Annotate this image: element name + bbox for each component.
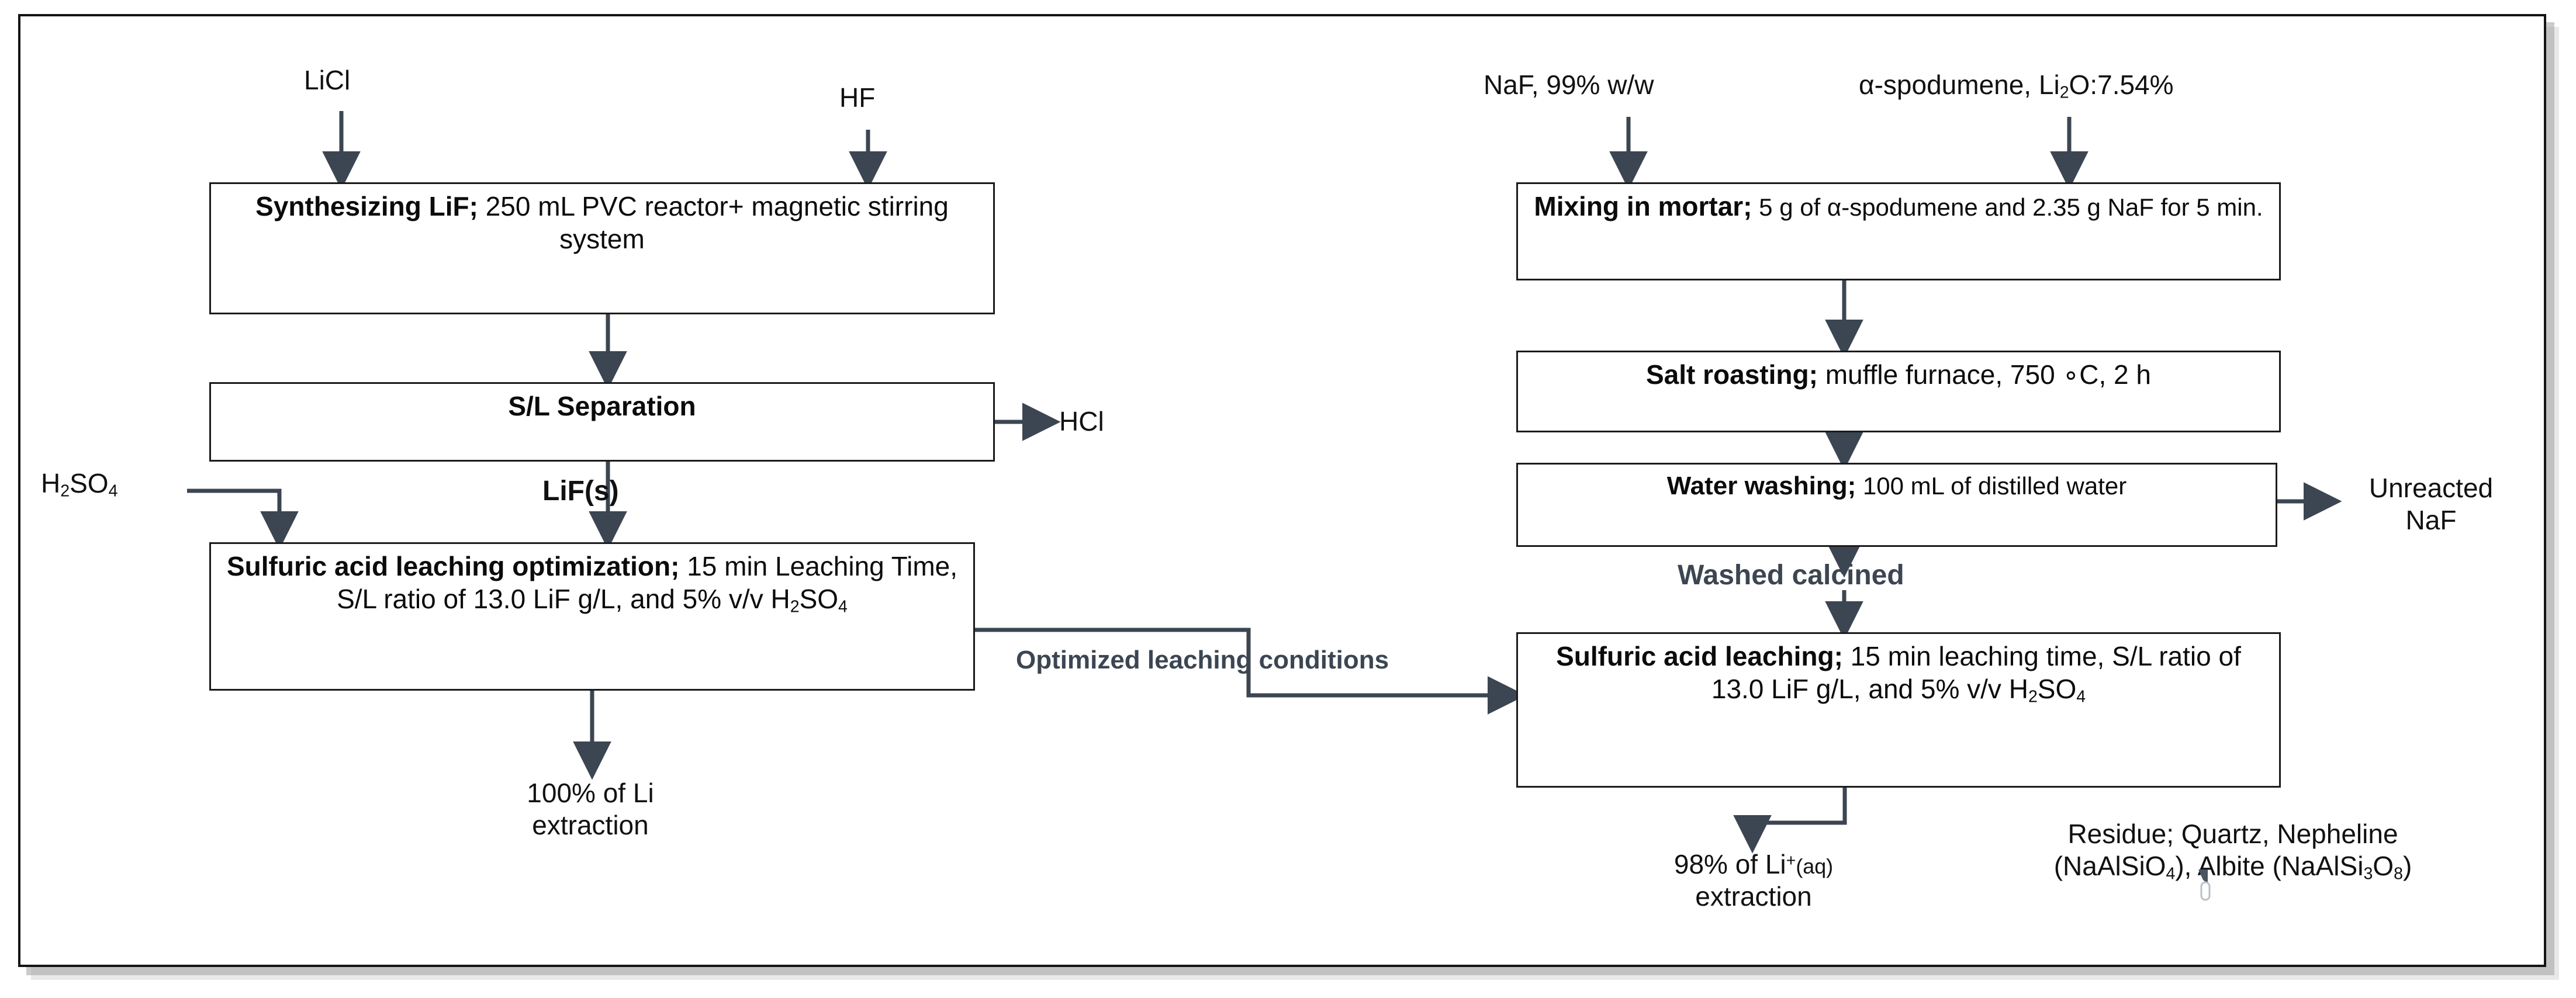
output-li-extraction-100: 100% of Li extraction xyxy=(462,777,719,841)
output-residue: Residue; Quartz, Nepheline (NaAlSiO4), A… xyxy=(1941,818,2525,884)
edge-label-hcl: HCl xyxy=(1059,406,1104,436)
output-residue-line2: (NaAlSiO4), Albite (NaAlSi3O8) xyxy=(2053,851,2412,883)
box-detail-washing: 100 mL of distilled water xyxy=(1856,472,2127,500)
output-unreacted-line2: NaF xyxy=(2405,505,2457,536)
arrow-leaching-to-li98 xyxy=(1733,788,1847,854)
output-li98-line1: 98% of Li+(aq) xyxy=(1673,849,1834,879)
connector-label-optimized-conditions: Optimized leaching conditions xyxy=(1016,646,1389,674)
box-heading-mixing: Mixing in mortar; xyxy=(1534,191,1752,221)
box-heading-synthesizing: Synthesizing LiF; xyxy=(255,191,478,221)
output-li100-line2: extraction xyxy=(532,810,649,841)
box-sl-separation[interactable]: S/L Separation xyxy=(209,382,995,462)
box-heading-roasting: Salt roasting; xyxy=(1646,359,1818,390)
output-li-aq-extraction-98: 98% of Li+(aq) extraction xyxy=(1613,848,1894,913)
edge-label-lif-s: LiF(s) xyxy=(542,476,619,507)
box-sulfuric-acid-leaching-optimization[interactable]: Sulfuric acid leaching optimization; 15 … xyxy=(209,542,975,691)
box-heading-leaching: Sulfuric acid leaching; xyxy=(1556,641,1843,671)
box-salt-roasting[interactable]: Salt roasting; muffle furnace, 750 ∘C, 2… xyxy=(1516,351,2281,432)
output-unreacted-line1: Unreacted xyxy=(2368,473,2494,503)
input-label-hf: HF xyxy=(839,82,876,113)
box-synthesizing-lif[interactable]: Synthesizing LiF; 250 mL PVC reactor+ ma… xyxy=(209,182,995,314)
arrow-h2so4-to-leaching-opt xyxy=(187,488,299,550)
box-heading-washing: Water washing; xyxy=(1666,472,1856,500)
output-residue-line1: Residue; Quartz, Nepheline xyxy=(2067,819,2398,849)
box-detail-mixing: 5 g of α-spodumene and 2.35 g NaF for 5 … xyxy=(1752,193,2263,221)
box-sulfuric-acid-leaching[interactable]: Sulfuric acid leaching; 15 min leaching … xyxy=(1516,632,2281,788)
box-detail-leaching-opt: 15 min Leaching Time, S/L ratio of 13.0 … xyxy=(337,551,957,616)
output-li100-line1: 100% of Li xyxy=(527,778,654,808)
box-detail-leaching: 15 min leaching time, S/L ratio of 13.0 … xyxy=(1711,641,2241,706)
box-heading-sl-separation: S/L Separation xyxy=(508,391,696,421)
box-water-washing[interactable]: Water washing; 100 mL of distilled water xyxy=(1516,463,2277,547)
box-detail-synthesizing: 250 mL PVC reactor+ magnetic stirring sy… xyxy=(478,191,949,255)
input-label-licl: LiCl xyxy=(304,65,351,95)
input-label-alpha-spodumene: α-spodumene, Li2O:7.54% xyxy=(1859,70,2174,102)
output-li98-line2: extraction xyxy=(1695,881,1812,912)
input-label-h2so4: H2SO4 xyxy=(41,468,118,501)
input-label-naf: NaF, 99% w/w xyxy=(1484,70,1654,100)
box-heading-leaching-opt: Sulfuric acid leaching optimization; xyxy=(226,551,680,581)
edge-label-washed-calcined: Washed calcined xyxy=(1678,560,1904,591)
output-unreacted-naf: Unreacted NaF xyxy=(2335,472,2527,536)
box-detail-roasting: muffle furnace, 750 ∘C, 2 h xyxy=(1817,359,2151,390)
box-mixing-in-mortar[interactable]: Mixing in mortar; 5 g of α-spodumene and… xyxy=(1516,182,2281,280)
